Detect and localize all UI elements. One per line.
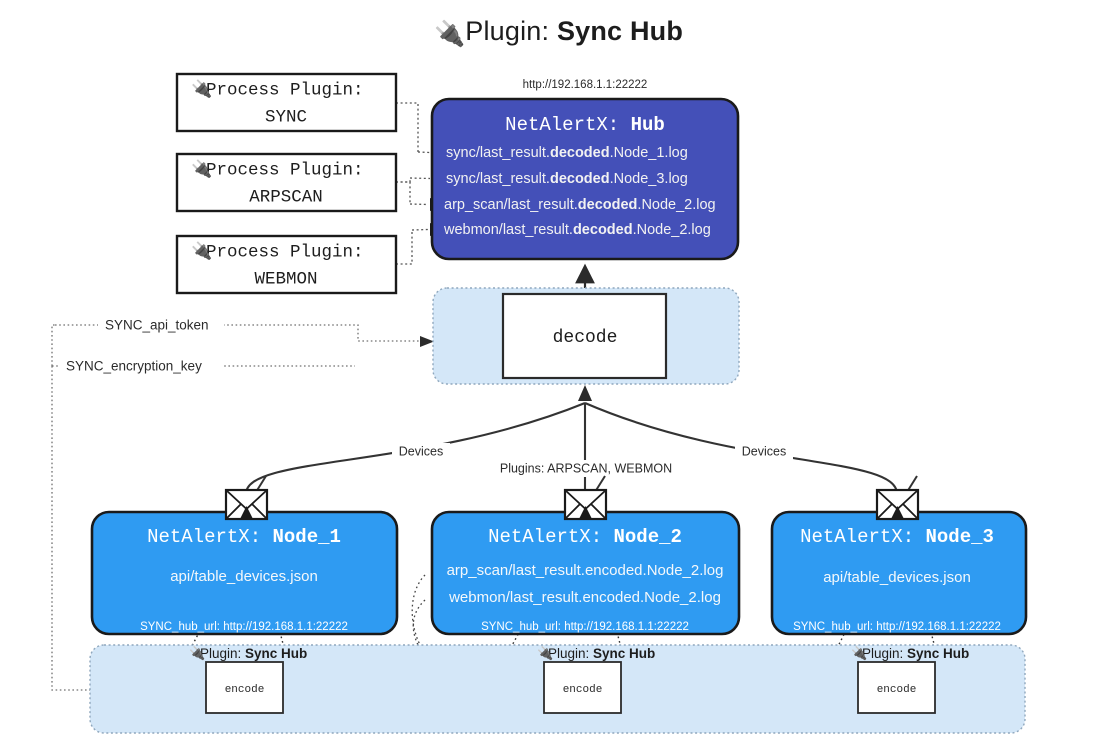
encode-label: encode xyxy=(877,684,917,696)
decode-box[interactable]: decode xyxy=(501,292,668,380)
process-plugin-box[interactable]: Process Plugin: ARPSCAN 🔌 xyxy=(175,152,398,213)
node-line: api/table_devices.json xyxy=(170,568,318,585)
process-plugin-heading: Process Plugin: xyxy=(206,81,364,101)
page-title: 🔌Plugin: Sync Hub xyxy=(0,16,1117,49)
encode-label: encode xyxy=(563,684,603,696)
node-title-name: Node_3 xyxy=(926,526,994,548)
envelope-icon xyxy=(563,488,608,521)
node-hub-url: SYNC_hub_url: http://192.168.1.1:22222 xyxy=(793,621,1001,633)
encode-group[interactable]: Plugin: Sync Hub 🔌 encode xyxy=(189,645,307,714)
edge-label-devices-right: Devices xyxy=(742,444,786,458)
secret-label: SYNC_api_token xyxy=(105,318,209,333)
process-plugin-name: SYNC xyxy=(265,108,307,128)
hub-log-line: webmon/last_result.decoded.Node_2.log xyxy=(443,222,711,238)
node-title-prefix: NetAlertX: xyxy=(147,526,272,548)
node-title: NetAlertX: Node_2 xyxy=(488,526,682,548)
node-title: NetAlertX: Node_1 xyxy=(147,526,341,548)
node-title-prefix: NetAlertX: xyxy=(800,526,925,548)
hub-log-line: sync/last_result.decoded.Node_3.log xyxy=(446,171,688,187)
node-hub-url: SYNC_hub_url: http://192.168.1.1:22222 xyxy=(140,621,348,633)
encode-plugin-label: Plugin: Sync Hub xyxy=(862,646,969,661)
hub-title: NetAlertX: Hub xyxy=(505,114,665,136)
plug-icon: 🔌 xyxy=(433,20,466,48)
node-line: api/table_devices.json xyxy=(823,569,971,586)
process-plugin-heading: Process Plugin: xyxy=(206,161,364,181)
node-title-name: Node_2 xyxy=(614,526,682,548)
plug-icon: 🔌 xyxy=(191,158,212,178)
hub-title-name: Hub xyxy=(631,114,665,136)
plug-icon: 🔌 xyxy=(191,240,212,260)
node-line: arp_scan/last_result.encoded.Node_2.log xyxy=(447,562,724,579)
node-title-name: Node_1 xyxy=(273,526,341,548)
node-line: webmon/last_result.encoded.Node_2.log xyxy=(448,589,721,606)
encode-plugin-label: Plugin: Sync Hub xyxy=(200,646,307,661)
process-plugin-name: ARPSCAN xyxy=(249,188,323,208)
encode-label: encode xyxy=(225,684,265,696)
page-title-name: Sync Hub xyxy=(556,16,684,46)
hub-title-prefix: NetAlertX: xyxy=(505,114,630,136)
node-box[interactable]: NetAlertX: Node_1 api/table_devices.json… xyxy=(90,510,399,636)
process-plugin-box[interactable]: Process Plugin: WEBMON 🔌 xyxy=(175,234,398,295)
node-box[interactable]: NetAlertX: Node_2 arp_scan/last_result.e… xyxy=(430,510,741,636)
process-plugin-box[interactable]: Process Plugin: SYNC 🔌 xyxy=(175,72,398,133)
encode-group[interactable]: Plugin: Sync Hub 🔌 encode xyxy=(537,645,655,714)
decode-label: decode xyxy=(553,328,618,348)
plug-icon: 🔌 xyxy=(189,645,205,660)
edge-label-devices-left: Devices xyxy=(399,444,443,458)
process-plugin-name: WEBMON xyxy=(254,270,317,290)
edge-label-plugins: Plugins: ARPSCAN, WEBMON xyxy=(500,461,672,475)
hub-box[interactable]: NetAlertX: Hub sync/last_result.decoded.… xyxy=(430,97,740,261)
secret-label: SYNC_encryption_key xyxy=(66,359,202,374)
hub-url-label: http://192.168.1.1:22222 xyxy=(523,79,648,91)
plug-icon: 🔌 xyxy=(191,78,212,98)
node-hub-url: SYNC_hub_url: http://192.168.1.1:22222 xyxy=(481,621,689,633)
secrets-labels: SYNC_api_token SYNC_encryption_key xyxy=(60,316,224,375)
hub-log-line: arp_scan/last_result.decoded.Node_2.log xyxy=(444,197,716,213)
node-box[interactable]: NetAlertX: Node_3 api/table_devices.json… xyxy=(770,510,1028,636)
page-title-prefix: Plugin: xyxy=(465,16,557,46)
node-title: NetAlertX: Node_3 xyxy=(800,526,994,548)
process-plugin-heading: Process Plugin: xyxy=(206,243,364,263)
encode-group[interactable]: Plugin: Sync Hub 🔌 encode xyxy=(851,645,969,714)
plug-icon: 🔌 xyxy=(851,645,867,660)
node-title-prefix: NetAlertX: xyxy=(488,526,613,548)
encode-plugin-label: Plugin: Sync Hub xyxy=(548,646,655,661)
plug-icon: 🔌 xyxy=(537,645,553,660)
hub-log-line: sync/last_result.decoded.Node_1.log xyxy=(446,145,688,161)
